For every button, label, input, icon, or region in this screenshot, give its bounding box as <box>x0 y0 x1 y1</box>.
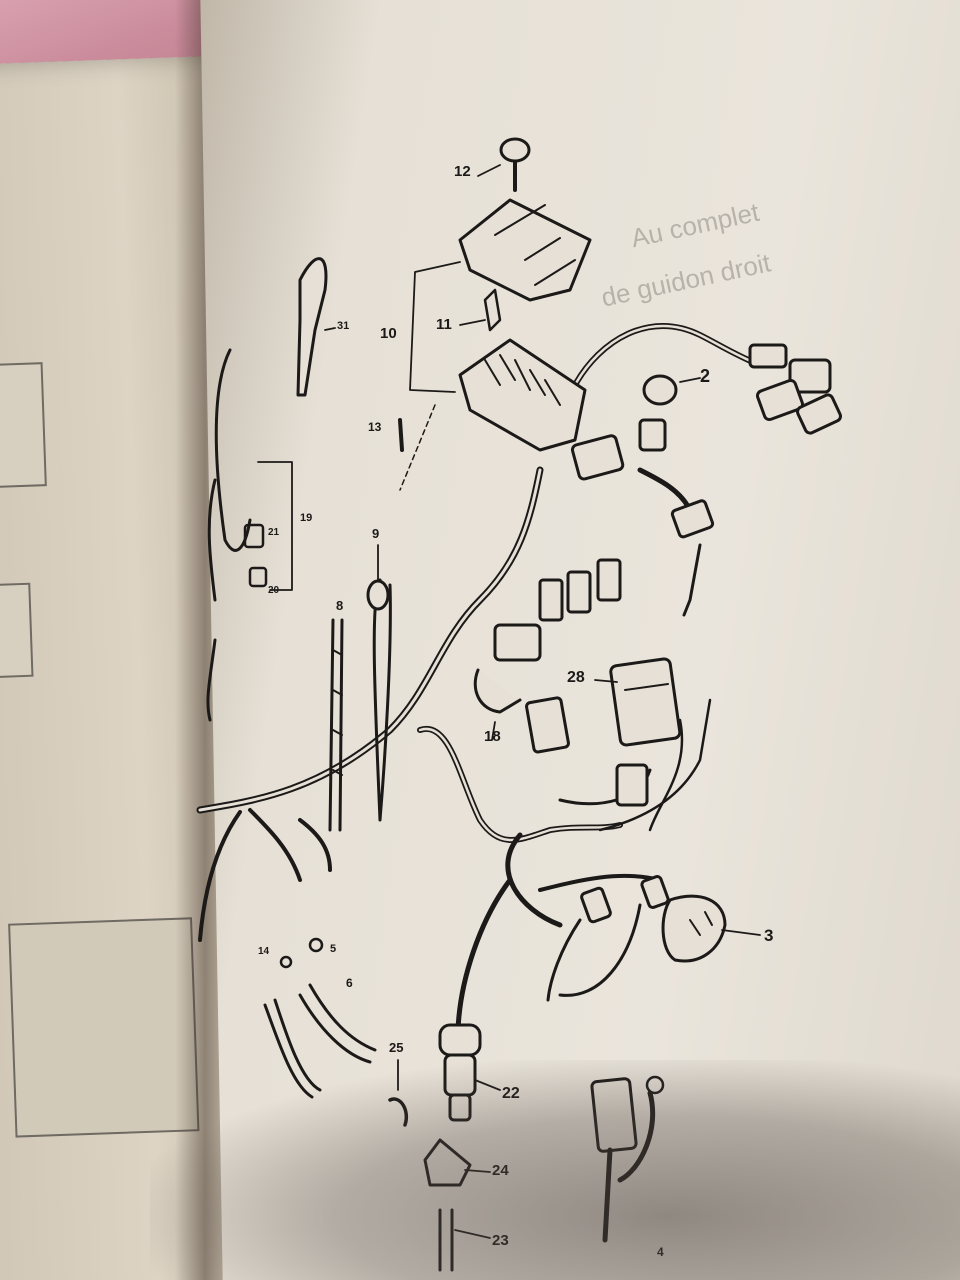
leader-11 <box>459 319 486 326</box>
photo-shadow <box>150 1060 960 1280</box>
callout-20: 20 <box>268 585 280 596</box>
callout-19: 19 <box>300 512 313 524</box>
callout-10: 10 <box>380 325 397 342</box>
leader-31 <box>324 327 336 331</box>
callout-11: 11 <box>436 316 452 333</box>
coupler-lower-2 <box>640 875 670 909</box>
coupler-near-28 <box>615 763 649 807</box>
harness-branch-middle <box>417 725 623 843</box>
screw-14 <box>279 955 293 969</box>
fuse-box-cover-12 <box>458 198 592 302</box>
callout-14: 14 <box>258 946 270 957</box>
leader-2 <box>679 377 701 383</box>
harness-branch-left <box>198 808 332 942</box>
clamp-6 <box>298 983 377 1064</box>
callout-9: 9 <box>372 526 380 541</box>
handlebar-switch-19 <box>206 348 293 722</box>
callout-8: 8 <box>336 598 344 613</box>
callout-5: 5 <box>330 943 337 955</box>
screw-12 <box>499 137 531 163</box>
leader-18 <box>491 721 496 741</box>
callout-12: 12 <box>454 163 471 180</box>
bullet-terminal <box>682 543 702 617</box>
lever-31 <box>296 257 328 397</box>
clamp-9 <box>372 578 392 822</box>
grommet-3 <box>661 894 727 963</box>
leader-28 <box>594 679 618 683</box>
harness-branch-right <box>538 873 662 892</box>
leader-3 <box>721 929 761 936</box>
coupler-lower-1 <box>580 886 612 924</box>
callout-21: 21 <box>268 527 280 538</box>
harness-main-trunk-inner <box>198 468 542 812</box>
screw-13 <box>398 418 404 452</box>
callout-13: 13 <box>368 420 382 434</box>
callout-28: 28 <box>567 669 585 686</box>
relay-28 <box>609 657 682 747</box>
leader-12 <box>477 164 501 177</box>
callout-2: 2 <box>700 366 711 386</box>
coupler-mid-3 <box>670 499 715 539</box>
grommet-2 <box>642 374 678 406</box>
callout-25: 25 <box>389 1040 404 1055</box>
fuse-box-body-10 <box>458 338 587 452</box>
fuse-11 <box>483 288 502 332</box>
callout-6: 6 <box>346 976 353 990</box>
callout-31: 31 <box>337 320 350 332</box>
clamp-18 <box>473 668 570 754</box>
connector-cluster-top-right <box>748 343 842 435</box>
screw-5 <box>308 937 324 953</box>
callout-3: 3 <box>764 926 774 945</box>
coupler-mid-1 <box>570 434 625 481</box>
connector-group-center <box>493 558 622 662</box>
coupler-mid-2 <box>638 418 667 452</box>
harness-branch-lower <box>455 832 563 1033</box>
callout-18: 18 <box>484 728 501 745</box>
